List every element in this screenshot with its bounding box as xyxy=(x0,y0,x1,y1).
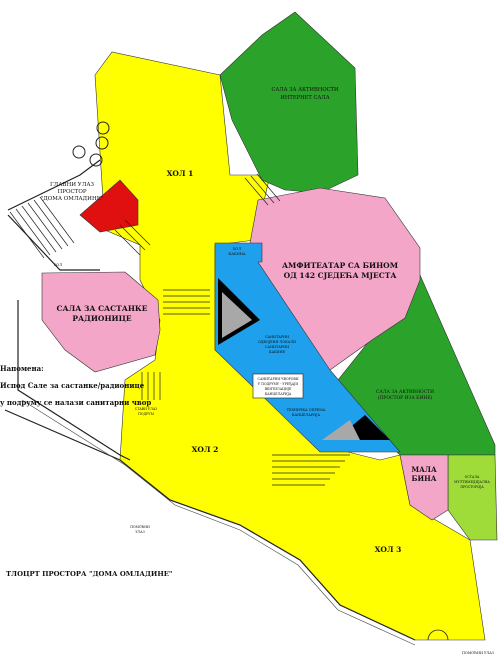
bottom-entrance-label: ПОМОЋНИ УЛАЗ xyxy=(462,651,494,655)
activities-behind-line1: САЛА ЗА АКТИВНОСТИ xyxy=(376,389,434,395)
main-entrance-line2: ПРОСТОР xyxy=(57,189,86,195)
activities-internet-room xyxy=(219,11,359,194)
hol2-label: ХОЛ 2 xyxy=(192,445,219,454)
note-line2: у подруму се налази санитарни чвор xyxy=(0,398,151,407)
blue-box-line3: ВЕНТИЛАЦИЈЕ xyxy=(265,387,292,391)
meeting-room-line1: САЛА ЗА САСТАНКЕ xyxy=(57,304,148,313)
blue-mid-line1: САНИТАРНИ xyxy=(265,335,289,339)
blue-box-line2: У ПОДРУМУ - УРЕЂАЈИ xyxy=(258,382,298,386)
blue-mid-line4: КАБИНЕ xyxy=(269,350,286,354)
activities-internet-line1: САЛА ЗА АКТИВНОСТИ xyxy=(271,87,339,93)
note-line1: Испод Сале за састанке/радионице xyxy=(0,381,145,390)
sanitary-technical-block xyxy=(214,242,401,453)
stairs-entrance-inner xyxy=(114,219,151,256)
meeting-room xyxy=(41,271,161,373)
amphitheater-line1: АМФИТЕАТАР СА БИНОМ xyxy=(282,261,398,270)
small-stage-room xyxy=(399,454,449,521)
green-small-line3: ПРОСТОРИЈА xyxy=(460,485,484,489)
stairs-hol2 xyxy=(141,372,161,400)
blue-box-line1: САНИТАРНИ ЧВОРОВИ xyxy=(258,377,299,381)
stairs-label-line2: ПОДРУМ xyxy=(138,412,154,416)
hol1-label: ХОЛ 1 xyxy=(167,169,194,178)
amphitheater-line2: ОД 142 СЈЕДЕЋА МЈЕСТА xyxy=(284,271,398,280)
small-stage-line1: МАЛА xyxy=(411,465,437,474)
stage-gray-triangle xyxy=(222,292,252,338)
entrance-steps xyxy=(9,196,75,259)
blue-top-line1: ХОЛ xyxy=(233,247,242,251)
green-small-line2: МУЛТИМЕДИЈАЛНА xyxy=(454,480,490,484)
activities-internet-line2: ИНТЕРНЕТ САЛА xyxy=(280,95,329,101)
wc-lobby-label: ХОЛ xyxy=(54,263,63,267)
lower-gray-triangle xyxy=(322,420,360,440)
entrance-red-room xyxy=(79,179,139,233)
blue-low-line2: КАНЦЕЛАРИЈА xyxy=(292,413,321,417)
plan-title: ТЛОЦРТ ПРОСТОРА "ДОМА ОМЛАДИНЕ" xyxy=(6,570,172,578)
note-heading: Напомена: xyxy=(0,364,44,373)
hol3-label: ХОЛ 3 xyxy=(375,545,402,554)
blue-box-line4: КАНЦЕЛАРИЈА xyxy=(265,392,292,396)
stairs-label-line1: СТАВИ УЛАЗ xyxy=(135,407,157,411)
bottom-entrance-door xyxy=(427,629,449,641)
green-small-line1: ОСТАЛА xyxy=(465,475,480,479)
stairs-amphitheater xyxy=(244,173,281,206)
side-entrance-line2: УЛАЗ xyxy=(135,530,144,534)
meeting-room-line2: РАДИОНИЦЕ xyxy=(72,314,131,323)
outer-wall-left-inner xyxy=(21,399,416,646)
outer-wall-left xyxy=(4,300,416,641)
side-entrance-line1: ПОМОЋНИ xyxy=(130,525,150,529)
activities-behind-line2: (ПРОСТОР ИЗА БИНЕ) xyxy=(378,394,433,401)
main-entrance-line3: "ДОМА ОМЛАДИНЕ" xyxy=(41,196,104,202)
small-stage-line2: БИНА xyxy=(412,474,437,483)
blue-top-line2: КАБИНА xyxy=(228,252,245,256)
blue-mid-line2: ОДВОЈЕНИ ЛОКАЛИ xyxy=(258,340,296,344)
stairs-hol3 xyxy=(272,454,350,486)
sanitary-info-box xyxy=(252,373,304,399)
blue-mid-line3: САНИТАРНИ xyxy=(265,345,289,349)
entrance-columns xyxy=(72,121,110,167)
multimedia-room xyxy=(447,454,498,541)
stairs-hol1 xyxy=(163,289,210,315)
blue-low-line1: ТЕХНИЧКА ОПРЕМА xyxy=(287,408,326,412)
main-entrance-line1: ГЛАВНИ УЛАЗ xyxy=(50,182,95,188)
